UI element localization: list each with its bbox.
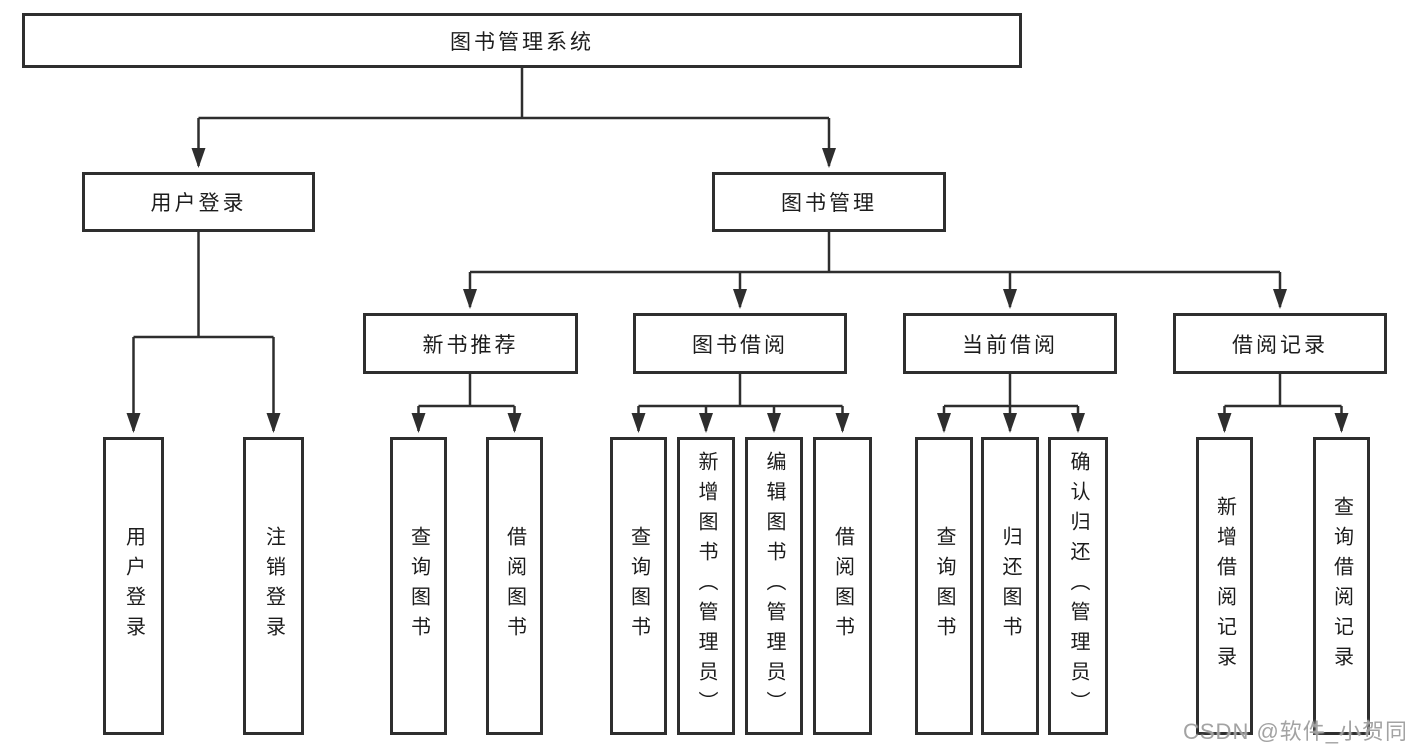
leaf-borrow-books-1: 借阅图书 xyxy=(486,437,543,735)
leaf-query-books-2: 查询图书 xyxy=(610,437,667,735)
node-borrow-record: 借阅记录 xyxy=(1173,313,1387,374)
node-label: 图书管理系统 xyxy=(450,30,594,54)
node-system-root: 图书管理系统 xyxy=(22,13,1022,68)
node-current-borrow: 当前借阅 xyxy=(903,313,1117,374)
node-book-borrow: 图书借阅 xyxy=(633,313,847,374)
connector-book-mgmt-children xyxy=(463,232,1287,309)
connector-user-login-children xyxy=(126,232,281,433)
node-label: 借阅图书 xyxy=(831,526,854,646)
leaf-edit-books-admin: 编辑图书（管理员） xyxy=(745,437,803,735)
leaf-query-books-1: 查询图书 xyxy=(390,437,447,735)
node-label: 编辑图书（管理员） xyxy=(763,451,785,721)
leaf-logout: 注销登录 xyxy=(243,437,304,735)
node-label: 查询图书 xyxy=(407,526,430,646)
node-label: 借阅记录 xyxy=(1232,333,1328,357)
leaf-add-books-admin: 新增图书（管理员） xyxy=(677,437,735,735)
leaf-user-login: 用户登录 xyxy=(103,437,164,735)
node-label: 归还图书 xyxy=(999,526,1021,646)
leaf-add-borrow-record: 新增借阅记录 xyxy=(1196,437,1253,735)
node-book-management: 图书管理 xyxy=(712,172,946,232)
node-label: 新增图书（管理员） xyxy=(695,451,717,721)
node-label: 用户登录 xyxy=(122,526,145,646)
leaf-return-books: 归还图书 xyxy=(981,437,1039,735)
node-user-login: 用户登录 xyxy=(82,172,315,232)
csdn-watermark: CSDN @软件_小贺同学 xyxy=(1183,719,1405,744)
connector-new-book-children xyxy=(411,374,522,433)
node-label: 新书推荐 xyxy=(422,333,519,357)
node-label: 新增借阅记录 xyxy=(1213,496,1236,676)
node-new-book-recommend: 新书推荐 xyxy=(363,313,578,374)
node-label: 用户登录 xyxy=(150,192,247,215)
leaf-query-borrow-record: 查询借阅记录 xyxy=(1313,437,1370,735)
leaf-query-books-3: 查询图书 xyxy=(915,437,973,735)
leaf-confirm-return-admin: 确认归还（管理员） xyxy=(1048,437,1108,735)
node-label: 确认归还（管理员） xyxy=(1067,451,1089,721)
node-label: 图书借阅 xyxy=(692,333,788,357)
connector-book-borrow-children xyxy=(631,374,850,433)
node-label: 查询借阅记录 xyxy=(1330,496,1353,676)
node-label: 当前借阅 xyxy=(962,333,1058,357)
node-label: 查询图书 xyxy=(627,526,650,646)
node-label: 图书管理 xyxy=(781,192,877,215)
connector-root-to-level1 xyxy=(191,68,836,168)
connector-borrow-record-children xyxy=(1217,374,1349,433)
leaf-borrow-books-2: 借阅图书 xyxy=(813,437,872,735)
node-label: 查询图书 xyxy=(933,526,955,646)
node-label: 借阅图书 xyxy=(503,526,526,646)
node-label: 注销登录 xyxy=(262,526,285,646)
connector-current-borrow-children xyxy=(937,374,1085,433)
